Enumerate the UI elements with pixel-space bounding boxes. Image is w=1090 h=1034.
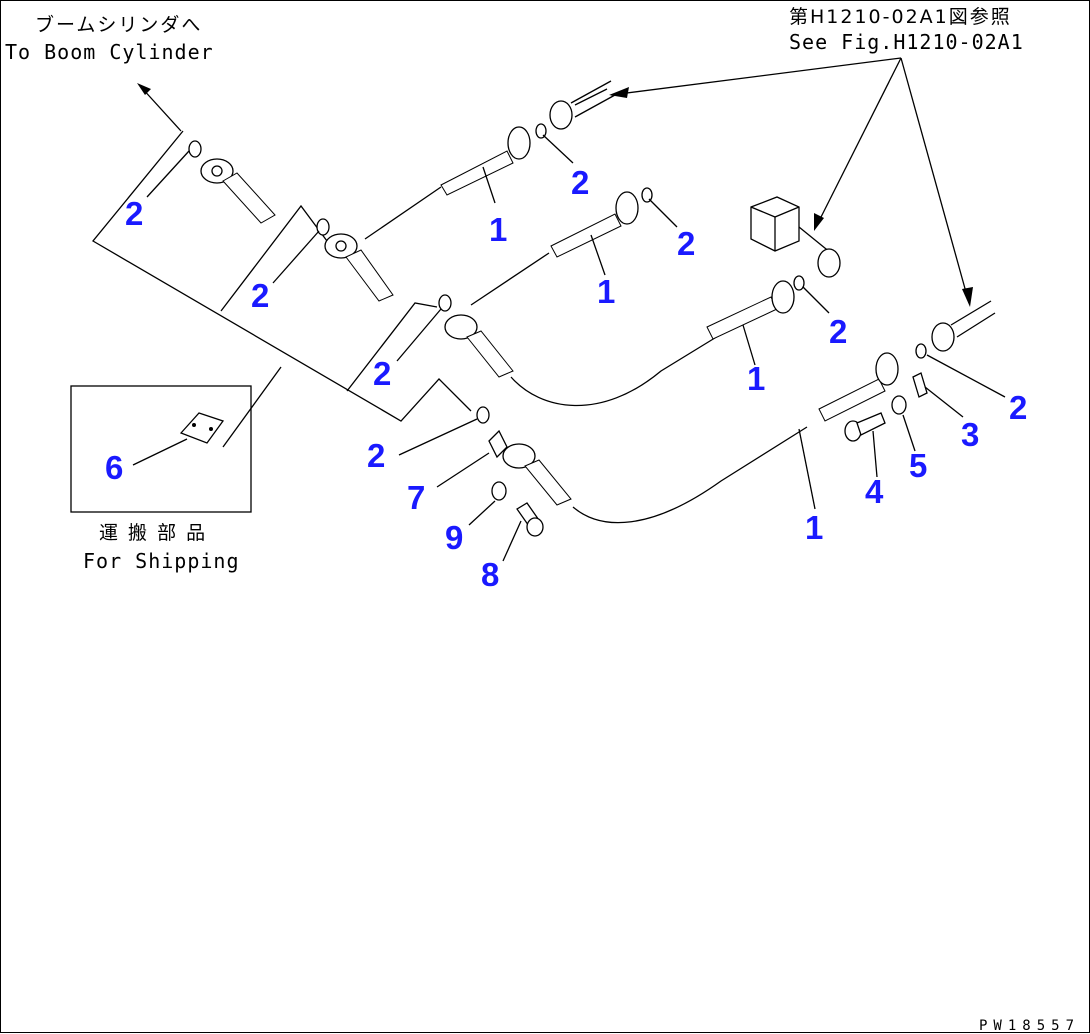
callout-oring-mid: 2 (677, 225, 695, 262)
washer-5 (891, 395, 907, 415)
reference-arrows (137, 57, 973, 307)
callout-split-flange-3: 3 (961, 416, 979, 453)
reference-note-en: See Fig.H1210-02A1 (789, 30, 1024, 54)
split-flange-7 (488, 429, 508, 459)
o-rings (188, 123, 927, 424)
callout-shipping-part-6: 6 (105, 449, 123, 486)
callout-bolt-4: 4 (865, 473, 884, 510)
drawing-code: PW18557 (979, 1018, 1080, 1034)
reference-note-jp: 第H1210-02A1図参照 (789, 6, 1012, 28)
callout-washer-9: 9 (445, 519, 463, 556)
hose-assembly-bottom (502, 352, 899, 524)
callout-oring-center-left: 2 (373, 355, 391, 392)
callout-hose-top: 1 (489, 211, 507, 248)
leader-lines (132, 134, 1006, 562)
right-pipe-flange (549, 80, 996, 352)
callout-oring-right: 2 (829, 313, 847, 350)
bolt-8 (516, 502, 544, 537)
bolt-4 (844, 412, 886, 442)
callout-split-flange-7: 7 (407, 479, 425, 516)
callouts: 2 2 2 2 2 2 2 2 1 1 1 1 3 5 4 6 7 9 8 (105, 164, 1027, 593)
callout-oring-top: 2 (571, 164, 589, 201)
shipping-note-en: For Shipping (83, 549, 240, 573)
boom-cylinder-note-jp: ブームシリンダへ (35, 13, 202, 36)
washer-9 (491, 481, 507, 501)
callout-oring-far-right: 2 (1009, 389, 1027, 426)
callout-washer-5: 5 (909, 447, 927, 484)
shipping-flange-part (179, 412, 225, 444)
callout-oring-lower-left: 2 (367, 437, 385, 474)
shipping-box (70, 385, 252, 513)
shipping-note-jp: 運 搬 部 品 (99, 522, 207, 544)
boom-cylinder-note-en: To Boom Cylinder (5, 40, 214, 64)
valve-block (750, 196, 841, 278)
callout-hose-bottom: 1 (805, 509, 823, 546)
hose-assembly-lower (444, 280, 795, 407)
hose-assembly-top-mid (440, 88, 608, 196)
split-flange-3 (912, 372, 928, 398)
callout-oring-left: 2 (251, 277, 269, 314)
callout-bolt-8: 8 (481, 556, 499, 593)
hose-assembly-top-left (200, 158, 394, 302)
callout-hose-mid: 1 (597, 273, 615, 310)
callout-oring-top-left: 2 (125, 195, 143, 232)
callout-hose-lower: 1 (747, 360, 765, 397)
hose-assembly-mid (550, 191, 639, 258)
